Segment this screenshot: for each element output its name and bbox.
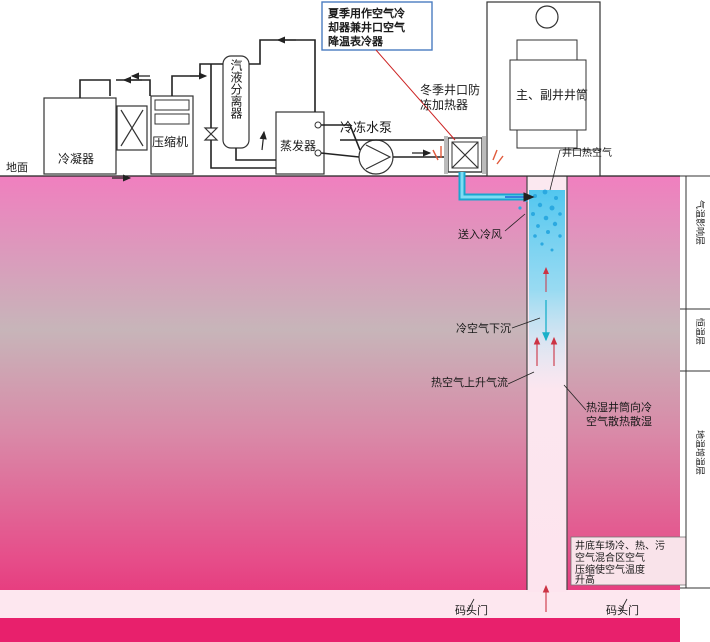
bottom-zone-box xyxy=(570,536,687,586)
condenser-box xyxy=(43,97,117,175)
ground-label: 地面 xyxy=(6,161,28,174)
cooler-pointer xyxy=(375,49,456,141)
hot-rise-label: 热空气上升气流 xyxy=(431,375,508,389)
supply-air-label: 送入冷风 xyxy=(458,227,502,241)
zone-mid-label: 恒温层 xyxy=(694,318,706,345)
bottom-rock xyxy=(0,618,680,642)
cooler-note-box xyxy=(321,1,433,51)
pump-icon xyxy=(358,139,394,175)
zone-dividers xyxy=(680,175,710,589)
wellhead-air-label: 井口热空气 xyxy=(562,146,612,159)
heater-label: 冬季井口防 冻加热器 xyxy=(420,82,484,112)
zone-bottom-label: 地温增温层 xyxy=(694,430,706,475)
dock-left-label: 码头门 xyxy=(455,603,488,617)
dock-right-label: 码头门 xyxy=(606,603,639,617)
flow-arrows xyxy=(112,36,432,182)
expansion-valve-icon xyxy=(203,127,219,141)
separator-label: 汽液分离器 xyxy=(229,58,243,120)
headframe-wheel-icon xyxy=(535,5,559,29)
evaporator-label: 蒸发器 xyxy=(280,138,316,153)
compressor-fan-box xyxy=(116,105,148,151)
cold-air-column xyxy=(529,190,565,390)
cold-air-particles xyxy=(518,189,562,252)
leader-lines xyxy=(466,149,628,613)
shaft-label: 主、副井井筒 xyxy=(516,87,588,102)
wall-exchange-label: 热湿井筒向冷 空气散热散湿 xyxy=(586,400,656,428)
zone-top-label: 气温影响层 xyxy=(694,200,706,245)
hot-air-marks xyxy=(432,146,504,165)
cold-sink-label: 冷空气下沉 xyxy=(456,321,511,335)
condenser-label: 冷凝器 xyxy=(58,151,94,166)
compressor-label: 压缩机 xyxy=(152,134,188,149)
pump-label: 冷冻水泵 xyxy=(340,120,392,136)
bottom-tunnel xyxy=(0,590,680,618)
bottom-zone-label: 井底车场冷、热、污 空气混合区空气 压缩使空气温度 升高 xyxy=(575,539,668,586)
cooler-note-label: 夏季用作空气冷 却器兼井口空气 降温表冷器 xyxy=(328,6,409,48)
